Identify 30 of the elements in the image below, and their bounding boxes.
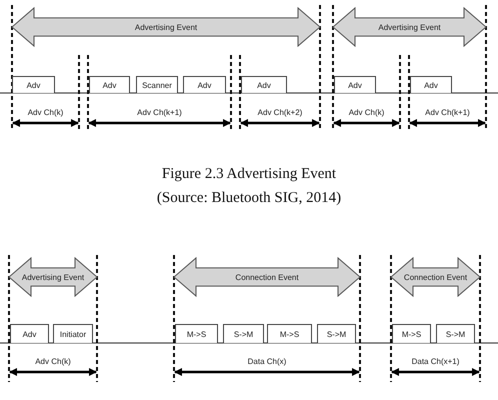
packet-box: S->M: [223, 324, 264, 343]
channel-label: Adv Ch(k+1): [425, 108, 470, 117]
event-span-shape: Connection Event: [174, 258, 360, 296]
packet-box: Adv: [241, 76, 287, 93]
packet-box: Adv: [334, 76, 376, 93]
packet-box: M->S: [267, 324, 312, 343]
channel-label: Data Ch(x): [248, 357, 286, 366]
channel-label: Adv Ch(k): [35, 357, 71, 366]
packet-box: S->M: [436, 324, 475, 343]
packet-box: Adv: [183, 76, 226, 93]
packet-box: M->S: [392, 324, 431, 343]
event-span-shape: Advertising Event: [9, 258, 97, 296]
channel-label: Adv Ch(k+2): [258, 108, 302, 117]
packet-box: Adv: [10, 324, 49, 343]
event-span-shape: Connection Event: [391, 258, 480, 296]
figure-caption: Figure 2.3 Advertising Event: [160, 166, 338, 183]
event-span-shape: Advertising Event: [333, 8, 486, 46]
channel-label: Adv Ch(k): [28, 108, 64, 117]
event-span-shape: Advertising Event: [12, 8, 320, 46]
packet-box: Adv: [410, 76, 452, 93]
packet-box: M->S: [175, 324, 218, 343]
packet-box: Adv: [89, 76, 130, 93]
channel-label: Adv Ch(k+1): [137, 108, 182, 117]
channel-label: Data Ch(x+1): [412, 357, 460, 366]
channel-label: Adv Ch(k): [348, 108, 384, 117]
packet-box: Scanner: [136, 76, 178, 93]
source-note: (Source: Bluetooth SIG, 2014): [156, 190, 342, 207]
packet-box: S->M: [317, 324, 356, 343]
packet-box: Adv: [12, 76, 55, 93]
packet-box: Initiator: [53, 324, 93, 343]
